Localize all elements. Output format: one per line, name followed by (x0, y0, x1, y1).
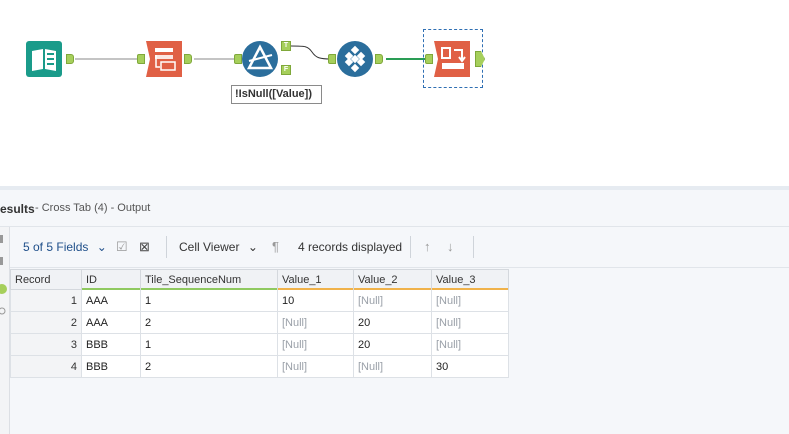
results-grid-area: Record ID Tile_SequenceNum Value_1 Value… (10, 268, 789, 434)
table-cell[interactable]: 10 (278, 290, 354, 312)
results-table: Record ID Tile_SequenceNum Value_1 Value… (10, 269, 509, 378)
connection-lines (0, 0, 789, 186)
clear-x-icon[interactable]: ⊠ (139, 239, 150, 255)
workflow-canvas[interactable]: T F !IsNull([Value]) (0, 0, 789, 186)
table-row[interactable]: 3 BBB 1 [Null] 20 [Null] (11, 334, 509, 356)
table-cell[interactable]: 30 (432, 356, 509, 378)
column-header-value-1[interactable]: Value_1 (278, 270, 354, 290)
column-header-label: Value_3 (436, 274, 476, 286)
fields-selector-label: 5 of 5 Fields (23, 240, 88, 254)
crosstab-input-anchor[interactable] (425, 54, 433, 64)
filter-true-anchor[interactable]: T (281, 41, 291, 51)
results-title: esults (0, 202, 35, 216)
record-cell[interactable]: 2 (11, 312, 82, 334)
chevron-down-icon: ⌄ (97, 240, 107, 254)
field-type-bar (82, 288, 140, 290)
table-cell[interactable]: [Null] (432, 290, 509, 312)
table-cell[interactable]: AAA (82, 290, 141, 312)
crosstab-icon (434, 41, 470, 77)
table-cell[interactable]: 1 (141, 334, 278, 356)
column-header-id[interactable]: ID (82, 270, 141, 290)
field-type-bar (354, 288, 431, 290)
filter-expression-label: !IsNull([Value]) (231, 85, 322, 104)
table-cell[interactable]: 2 (141, 312, 278, 334)
column-header-label: Value_1 (282, 274, 322, 286)
table-cell[interactable]: 2 (141, 356, 278, 378)
book-icon (26, 41, 62, 77)
tile-output-anchor[interactable] (184, 54, 192, 64)
column-header-value-3[interactable]: Value_3 (432, 270, 509, 290)
results-header: esults - Cross Tab (4) - Output (0, 190, 789, 227)
field-type-bar (141, 288, 277, 290)
multi-row-formula-tool[interactable] (337, 41, 373, 77)
table-cell[interactable]: [Null] (278, 312, 354, 334)
table-cell[interactable]: BBB (82, 334, 141, 356)
checkbox-icon[interactable]: ☑ (116, 239, 128, 255)
table-cell[interactable]: AAA (82, 312, 141, 334)
table-row[interactable]: 1 AAA 1 10 [Null] [Null] (11, 290, 509, 312)
table-row[interactable]: 2 AAA 2 [Null] 20 [Null] (11, 312, 509, 334)
tile-input-anchor[interactable] (137, 54, 145, 64)
table-cell[interactable]: [Null] (432, 312, 509, 334)
column-header-record[interactable]: Record (11, 270, 82, 290)
input-data-tool[interactable] (26, 41, 62, 77)
filter-false-anchor[interactable]: F (281, 65, 291, 75)
diamond-grid-icon (337, 41, 373, 77)
column-header-label: ID (86, 274, 97, 286)
table-cell[interactable]: 1 (141, 290, 278, 312)
field-type-bar (432, 288, 508, 290)
table-cell[interactable]: [Null] (278, 356, 354, 378)
pilcrow-icon[interactable]: ¶ (272, 239, 279, 254)
results-toolbar: 5 of 5 Fields ⌄ ☑ ⊠ Cell Viewer ⌄ ¶ 4 re… (10, 227, 789, 268)
column-header-label: Tile_SequenceNum (145, 274, 241, 286)
table-cell[interactable]: [Null] (354, 290, 432, 312)
arrow-up-icon[interactable]: ↑ (424, 239, 431, 254)
table-cell[interactable]: [Null] (432, 334, 509, 356)
record-cell[interactable]: 1 (11, 290, 82, 312)
fields-selector[interactable]: 5 of 5 Fields ⌄ (23, 240, 107, 254)
column-header-label: Record (15, 274, 50, 286)
table-header-row: Record ID Tile_SequenceNum Value_1 Value… (11, 270, 509, 290)
tile-icon (146, 41, 182, 77)
field-type-bar (278, 288, 353, 290)
tile-tool[interactable] (146, 41, 182, 77)
filter-tool[interactable] (242, 41, 278, 77)
table-cell[interactable]: [Null] (354, 356, 432, 378)
cross-tab-tool[interactable] (434, 41, 470, 77)
column-header-label: Value_2 (358, 274, 398, 286)
table-cell[interactable]: 20 (354, 312, 432, 334)
filter-input-anchor[interactable] (234, 54, 242, 64)
toolbar-separator (410, 236, 411, 258)
table-cell[interactable]: 20 (354, 334, 432, 356)
cell-viewer-dropdown[interactable]: Cell Viewer ⌄ (179, 240, 258, 254)
toolbar-separator (166, 236, 167, 258)
chevron-down-icon: ⌄ (248, 240, 258, 254)
cell-viewer-label: Cell Viewer (179, 240, 239, 254)
input-output-anchor[interactable] (66, 54, 74, 64)
results-subtitle: - Cross Tab (4) - Output (35, 202, 150, 214)
records-count: 4 records displayed (298, 240, 402, 254)
table-cell[interactable]: [Null] (278, 334, 354, 356)
table-cell[interactable]: BBB (82, 356, 141, 378)
multirow-input-anchor[interactable] (328, 54, 336, 64)
column-header-tile-sequencenum[interactable]: Tile_SequenceNum (141, 270, 278, 290)
filter-icon (242, 41, 278, 77)
multirow-output-anchor[interactable] (375, 54, 383, 64)
table-row[interactable]: 4 BBB 2 [Null] [Null] 30 (11, 356, 509, 378)
arrow-down-icon[interactable]: ↓ (447, 239, 454, 254)
side-strip-icons (0, 227, 9, 317)
record-cell[interactable]: 4 (11, 356, 82, 378)
column-header-value-2[interactable]: Value_2 (354, 270, 432, 290)
results-side-strip (0, 227, 10, 434)
record-cell[interactable]: 3 (11, 334, 82, 356)
toolbar-separator (473, 236, 474, 258)
